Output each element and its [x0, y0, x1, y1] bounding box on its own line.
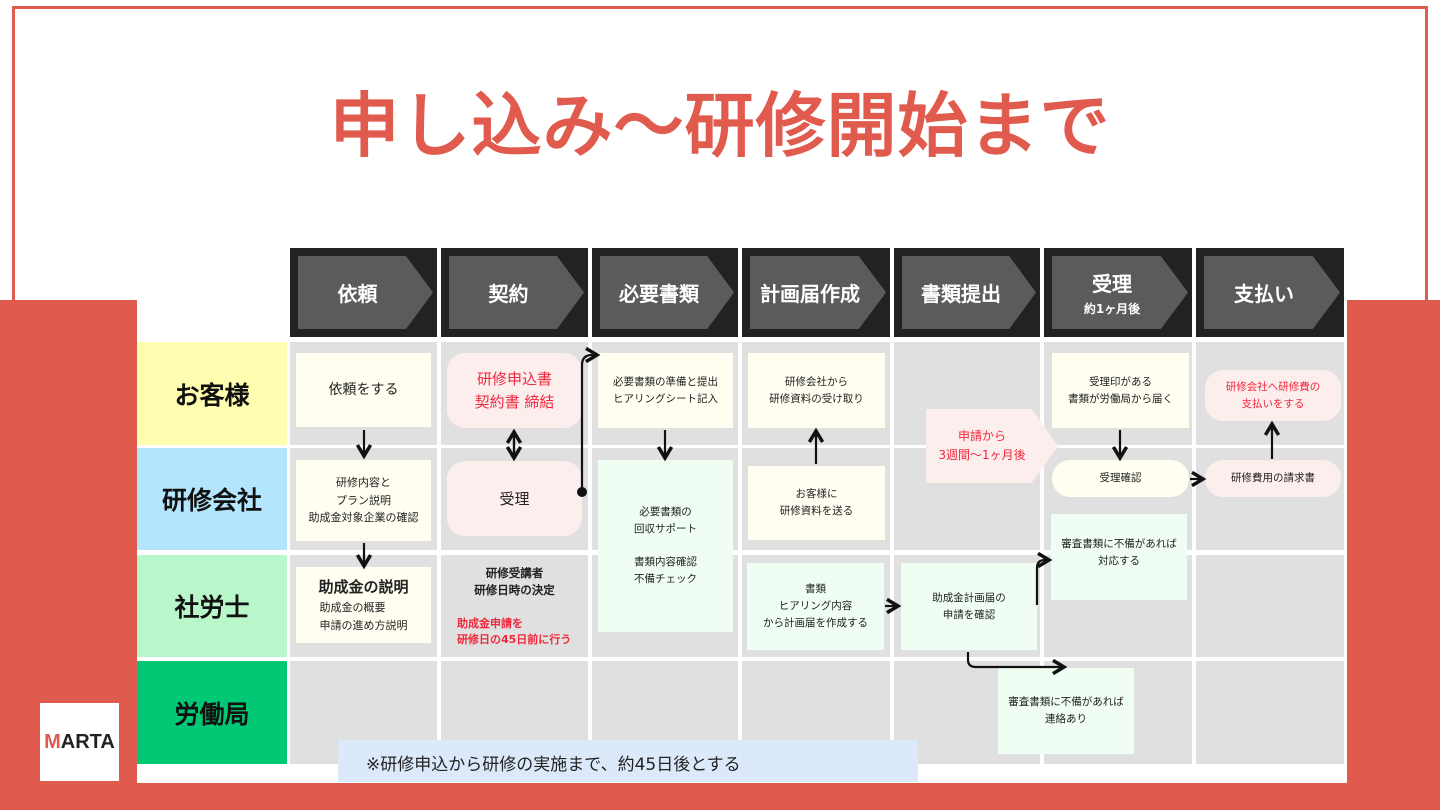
phase-header-teishutsu: 書類提出 — [894, 248, 1040, 337]
lane-label-sharoushi: 社労士 — [137, 555, 287, 657]
grid-cell — [441, 555, 588, 657]
phase-header-irai: 依頼 — [290, 248, 437, 337]
phase-chevron: 支払い — [1204, 256, 1340, 329]
footnote: ※研修申込から研修の実施まで、約45日後とする — [338, 740, 918, 782]
phase-label: 受理 — [1092, 272, 1132, 296]
phase-chevron: 計画届作成 — [750, 256, 886, 329]
text-kettei: 研修受講者 研修日時の決定 — [474, 565, 555, 597]
box-juri-in: 受理印がある 書類が労働局から届く — [1052, 353, 1189, 428]
box-plan: 研修内容と プラン説明 助成金対象企業の確認 — [296, 460, 431, 541]
box-keiyaku: 研修申込書 契約書 締結 — [447, 353, 582, 428]
phase-header-shorui: 必要書類 — [592, 248, 738, 337]
phase-header-juri: 受理約1ヶ月後 — [1044, 248, 1192, 337]
josei-title: 助成金の説明 — [318, 578, 409, 597]
phase-label: 書類提出 — [921, 282, 1001, 306]
phase-label: 計画届作成 — [760, 282, 860, 306]
phase-chevron: 必要書類 — [600, 256, 734, 329]
box-seikyu: 研修費用の請求書 — [1205, 460, 1341, 497]
phase-chevron: 受理約1ヶ月後 — [1052, 256, 1188, 329]
phase-chevron: 依頼 — [298, 256, 433, 329]
grid-cell — [1196, 555, 1344, 657]
box-juri-kakunin: 受理確認 — [1052, 460, 1189, 497]
phase-header-keiyaku: 契約 — [441, 248, 588, 337]
box-okuru: お客様に 研修資料を送る — [748, 466, 885, 540]
box-kakunin: 助成金計画届の 申請を確認 — [901, 563, 1037, 650]
lane-label-roudoukyoku: 労働局 — [137, 661, 287, 764]
box-juri: 受理 — [447, 461, 582, 536]
lane-label-company: 研修会社 — [137, 448, 287, 550]
box-kaishu: 必要書類の 回収サポート 書類内容確認 不備チェック — [598, 460, 733, 632]
text-josei-shinsei: 助成金申請を 研修日の45日前に行う — [457, 616, 572, 647]
box-sakusei: 書類 ヒアリング内容 から計画届を作成する — [747, 563, 884, 650]
box-junbi: 必要書類の準備と提出 ヒアリングシート記入 — [598, 353, 733, 428]
phase-label: 依頼 — [337, 282, 378, 306]
phase-chevron: 書類提出 — [902, 256, 1036, 329]
phase-chevron: 契約 — [449, 256, 584, 329]
lane-label-customer: お客様 — [137, 342, 287, 445]
slide-title: 申し込み〜研修開始まで — [329, 85, 1111, 167]
box-uketori: 研修会社から 研修資料の受け取り — [748, 353, 885, 428]
box-shinsei-kara: 申請から 3週間〜1ヶ月後 — [926, 409, 1058, 483]
phase-label: 必要書類 — [619, 282, 699, 306]
phase-header-keikaku: 計画届作成 — [742, 248, 890, 337]
box-josei: 助成金の説明 助成金の概要 申請の進め方説明 — [296, 567, 431, 643]
box-renraku: 審査書類に不備があれば 連絡あり — [998, 668, 1134, 754]
phase-label: 契約 — [488, 282, 529, 306]
box-irai: 依頼をする — [296, 353, 431, 427]
grid-cell — [1196, 661, 1344, 764]
phase-label: 支払い — [1234, 282, 1294, 306]
box-shiharai: 研修会社へ研修費の 支払いをする — [1205, 370, 1341, 421]
phase-header-shiharai: 支払い — [1196, 248, 1344, 337]
marta-logo: MARTA — [40, 703, 119, 781]
josei-sub: 助成金の概要 申請の進め方説明 — [319, 601, 408, 632]
box-taio: 審査書類に不備があれば 対応する — [1051, 514, 1187, 600]
phase-sublabel: 約1ヶ月後 — [1083, 302, 1141, 316]
